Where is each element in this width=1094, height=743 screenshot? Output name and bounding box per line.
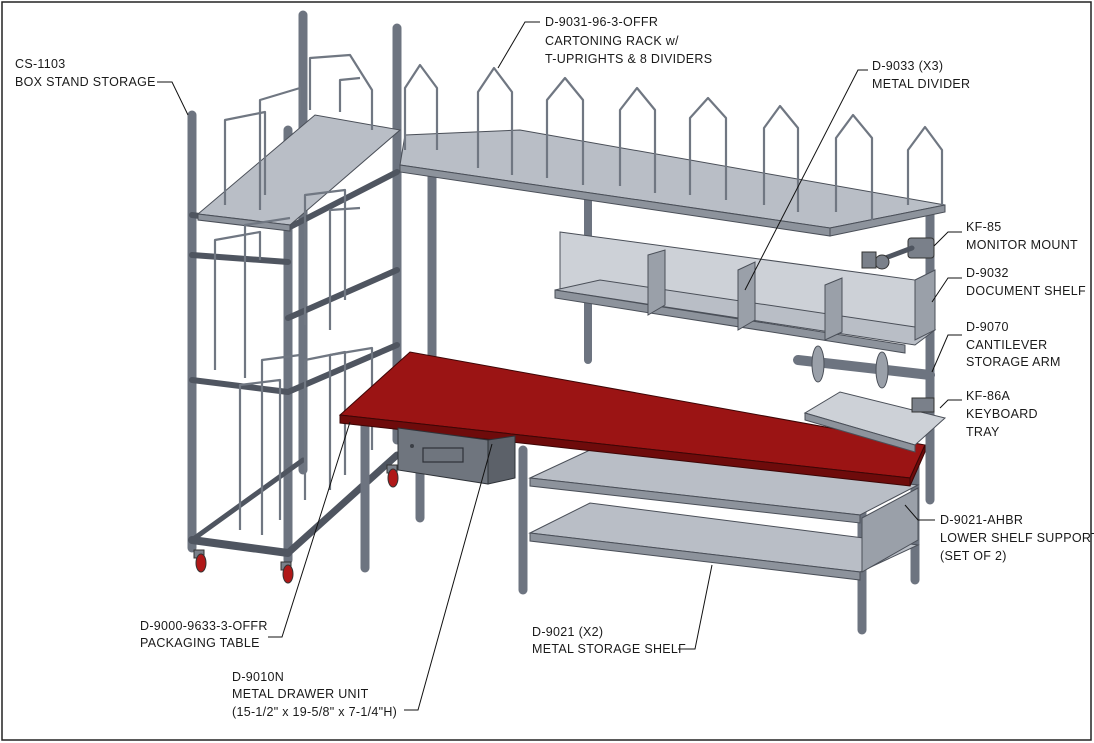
d9031-description-1: CARTONING RACK w/ — [545, 34, 679, 48]
box-stand-storage — [187, 10, 402, 584]
d9010n-dimensions: (15-1/2" x 19-5/8" x 7-1/4"H) — [232, 705, 397, 719]
d9033-description: METAL DIVIDER — [872, 77, 970, 91]
kf86a-description-1: KEYBOARD — [966, 407, 1038, 421]
callout-d9010n: D-9010N METAL DRAWER UNIT (15-1/2" x 19-… — [232, 670, 397, 719]
keyboard-tray — [803, 391, 947, 453]
monitor-mount — [861, 237, 935, 270]
d9031-part-number: D-9031-96-3-OFFR — [545, 15, 658, 29]
d9032-part-number: D-9032 — [966, 266, 1009, 280]
kf85-description: MONITOR MOUNT — [966, 238, 1078, 252]
d9021ahbr-part-number: D-9021-AHBR — [940, 513, 1023, 527]
d9000-description: PACKAGING TABLE — [140, 636, 260, 650]
callout-d9032: D-9032 DOCUMENT SHELF — [966, 266, 1086, 298]
cartoning-rack — [399, 63, 946, 505]
callout-d9033: D-9033 (X3) METAL DIVIDER — [872, 59, 970, 91]
d9010n-part-number: D-9010N — [232, 670, 284, 684]
d9021ahbr-description-2: (SET OF 2) — [940, 549, 1007, 563]
d9070-description-1: CANTILEVER — [966, 338, 1048, 352]
kf86a-part-number: KF-86A — [966, 389, 1011, 403]
d9021-description: METAL STORAGE SHELF — [532, 642, 686, 656]
callout-kf85: KF-85 MONITOR MOUNT — [966, 220, 1078, 252]
callout-d9021: D-9021 (X2) METAL STORAGE SHELF — [532, 625, 686, 656]
kf85-part-number: KF-85 — [966, 220, 1002, 234]
castor-wheels — [193, 464, 399, 584]
d9033-part-number: D-9033 (X3) — [872, 59, 943, 73]
d9070-part-number: D-9070 — [966, 320, 1009, 334]
cantilever-storage-arm — [793, 345, 935, 389]
cs1103-description: BOX STAND STORAGE — [15, 75, 156, 89]
callout-d9000: D-9000-9633-3-OFFR PACKAGING TABLE — [140, 619, 268, 650]
callout-d9031: D-9031-96-3-OFFR CARTONING RACK w/ T-UPR… — [545, 15, 712, 66]
d9032-description: DOCUMENT SHELF — [966, 284, 1086, 298]
callout-d9021ahbr: D-9021-AHBR LOWER SHELF SUPPORT (SET OF … — [940, 513, 1094, 563]
packaging-table — [338, 351, 926, 635]
cs1103-part-number: CS-1103 — [15, 57, 66, 71]
kf86a-description-2: TRAY — [966, 425, 1000, 439]
callout-kf86a: KF-86A KEYBOARD TRAY — [966, 389, 1038, 439]
document-shelf — [554, 231, 937, 354]
leader-lines — [157, 21, 962, 711]
callout-cs1103: CS-1103 BOX STAND STORAGE — [15, 57, 156, 89]
d9070-description-2: STORAGE ARM — [966, 355, 1061, 369]
metal-drawer-unit — [397, 427, 516, 485]
d9021ahbr-description-1: LOWER SHELF SUPPORT — [940, 531, 1094, 545]
d9021-part-number: D-9021 (X2) — [532, 625, 603, 639]
d9031-description-2: T-UPRIGHTS & 8 DIVIDERS — [545, 52, 712, 66]
d9000-part-number: D-9000-9633-3-OFFR — [140, 619, 268, 633]
d9010n-description: METAL DRAWER UNIT — [232, 687, 369, 701]
callout-d9070: D-9070 CANTILEVER STORAGE ARM — [966, 320, 1061, 369]
